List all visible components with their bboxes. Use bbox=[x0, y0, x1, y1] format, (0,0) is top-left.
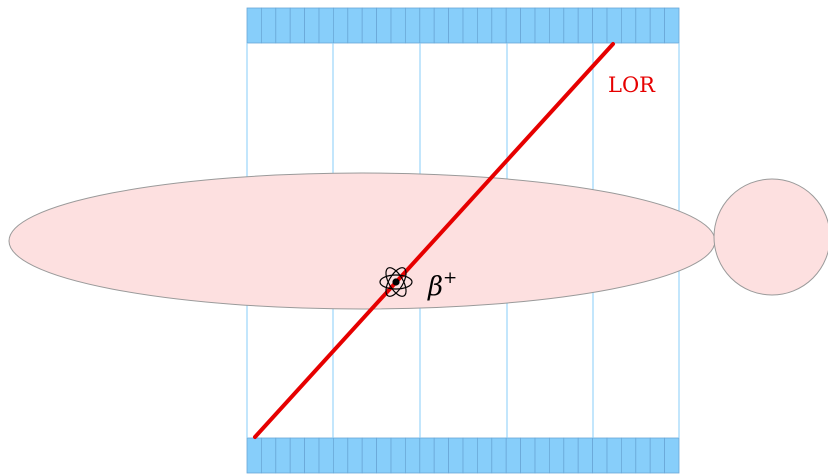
detector-crystal bbox=[275, 437, 291, 474]
detector-crystal bbox=[419, 7, 435, 44]
detector-crystal bbox=[534, 437, 550, 474]
detector-crystal bbox=[635, 7, 651, 44]
detector-crystal bbox=[549, 437, 565, 474]
detector-crystal bbox=[433, 7, 450, 44]
detector-crystal bbox=[520, 437, 536, 474]
detector-crystal bbox=[304, 437, 320, 474]
beta-plus-label: β+ bbox=[427, 268, 457, 302]
detector-crystal bbox=[549, 7, 565, 44]
detector-crystal bbox=[649, 437, 666, 474]
detector-crystal bbox=[332, 7, 349, 44]
detector-crystal bbox=[361, 7, 378, 44]
beta-symbol: β bbox=[427, 272, 443, 302]
detector-crystal bbox=[318, 7, 334, 44]
detector-crystal bbox=[433, 437, 450, 474]
beta-charge: + bbox=[443, 268, 457, 288]
line-of-response bbox=[253, 42, 615, 439]
detector-crystal bbox=[606, 437, 622, 474]
detector-crystal bbox=[404, 7, 421, 44]
detector-crystal bbox=[275, 7, 291, 44]
detector-crystal bbox=[304, 7, 320, 44]
detector-crystal bbox=[332, 437, 349, 474]
detector-crystal bbox=[563, 437, 579, 474]
detector-crystal bbox=[462, 7, 478, 44]
detector-crystal bbox=[505, 7, 522, 44]
detector-crystal bbox=[462, 437, 478, 474]
detector-crystal bbox=[577, 7, 594, 44]
detector-crystal bbox=[577, 437, 594, 474]
detector-crystal bbox=[260, 437, 277, 474]
detector-crystal bbox=[649, 7, 666, 44]
detector-crystal bbox=[376, 437, 392, 474]
detector-crystal bbox=[491, 437, 507, 474]
detector-crystal bbox=[260, 7, 277, 44]
detector-crystal bbox=[520, 7, 536, 44]
detector-crystal bbox=[347, 437, 363, 474]
patient-head bbox=[713, 178, 828, 296]
detector-crystal bbox=[476, 437, 493, 474]
detector-crystal bbox=[347, 7, 363, 44]
detector-crystal bbox=[390, 7, 406, 44]
detector-crystal bbox=[390, 437, 406, 474]
detector-crystal bbox=[361, 437, 378, 474]
detector-crystal bbox=[664, 437, 680, 474]
patient-body bbox=[8, 172, 716, 310]
detector-crystal bbox=[289, 437, 306, 474]
detector-crystal bbox=[318, 437, 334, 474]
detector-crystal bbox=[448, 437, 464, 474]
lor-label: LOR bbox=[608, 73, 656, 97]
detector-crystal bbox=[505, 437, 522, 474]
detector-crystal bbox=[246, 7, 262, 44]
detector-crystal bbox=[621, 7, 637, 44]
top-detector-ring bbox=[246, 7, 680, 44]
detector-crystal bbox=[289, 7, 306, 44]
detector-crystal bbox=[592, 437, 608, 474]
detector-crystal bbox=[635, 437, 651, 474]
detector-crystal bbox=[419, 437, 435, 474]
detector-crystal bbox=[246, 437, 262, 474]
detector-crystal bbox=[534, 7, 550, 44]
detector-crystal bbox=[491, 7, 507, 44]
detector-crystal bbox=[404, 437, 421, 474]
detector-crystal bbox=[476, 7, 493, 44]
bottom-detector-ring bbox=[246, 437, 680, 474]
atom-icon bbox=[379, 267, 413, 297]
detector-crystal bbox=[621, 437, 637, 474]
detector-crystal bbox=[448, 7, 464, 44]
detector-crystal bbox=[606, 7, 622, 44]
detector-crystal bbox=[592, 7, 608, 44]
detector-crystal bbox=[376, 7, 392, 44]
detector-crystal bbox=[664, 7, 680, 44]
detector-crystal bbox=[563, 7, 579, 44]
